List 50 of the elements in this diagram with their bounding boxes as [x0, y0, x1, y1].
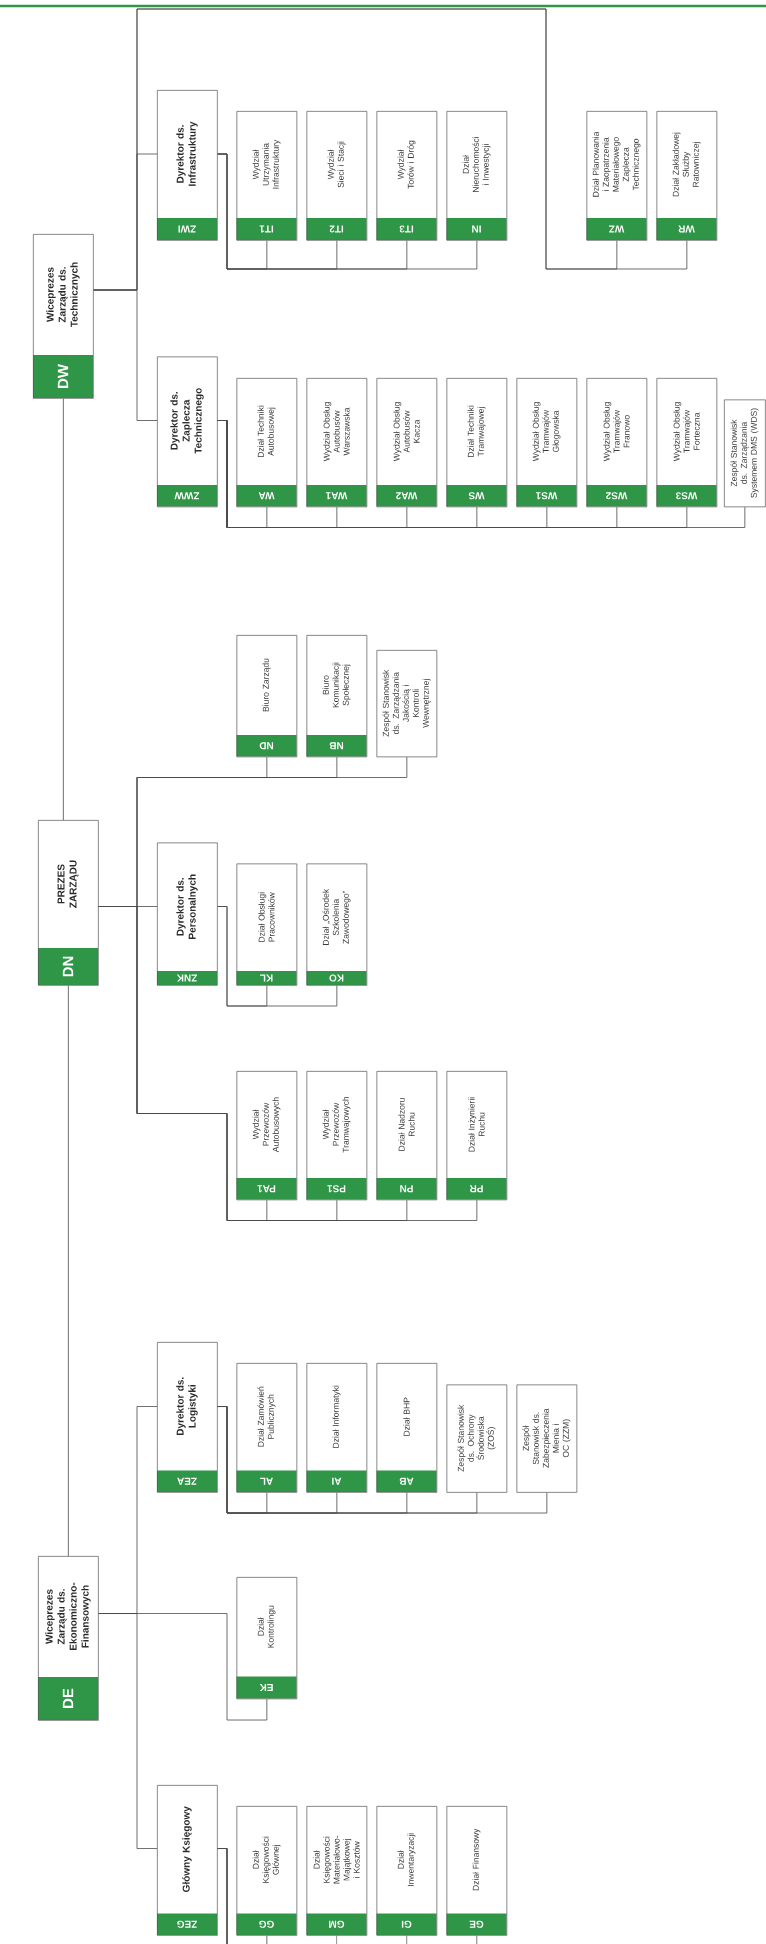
- unit-box: Zespół Stanowisk ds. Ochrony Środowiska (ZOŚ): [446, 1384, 508, 1493]
- unit-box: PREZES ZARZĄDU DN: [38, 820, 99, 986]
- unit-box: Zespół Stanowisk ds. Zarządzania Systemem DMS (WDS): [724, 399, 766, 508]
- unit-box: Dział BHP AB: [376, 1363, 438, 1493]
- unit-box: Dział Księgowości Materiałowo-Majątkowej i Kosztów GM: [306, 1806, 368, 1936]
- unit-box: Zespół Stanowisk ds. Zabezpieczenia Mienia i OC (ZZM): [516, 1384, 578, 1493]
- unit-box: Dział Kontrolingu EK: [236, 1577, 298, 1700]
- unit-box: Wydział Obsług Autobusów Warszawska WA1: [306, 378, 368, 508]
- unit-box: Wiceprezes Zarządu ds. Technicznych DW: [33, 234, 94, 399]
- unit-box: Wydział Torów i Dróg IT3: [376, 111, 438, 241]
- connector-line: [98, 1613, 158, 1849]
- unit-box: Dział Techniki Autobusowej WA: [236, 378, 298, 508]
- unit-box: Dział Księgowości Głównej GG: [236, 1806, 298, 1936]
- unit-box: Dział Finansowy GE: [446, 1806, 508, 1936]
- unit-box: Dyrektor ds. Infrastruktury ZWI: [157, 90, 218, 241]
- unit-box: Wydział Obsług Autobusów Kacza WA2: [376, 378, 438, 508]
- unit-box: Wydział Obsług Tramwajów Głogowska WS1: [516, 378, 578, 508]
- unit-box: Dział Techniki Tramwajowej WS: [446, 378, 508, 508]
- unit-box: Dział Nieruchomości i Inwestycji IN: [446, 111, 508, 241]
- unit-box: Dyrektor ds. Personalnych ZNK: [157, 842, 218, 986]
- connector-line: [93, 289, 158, 421]
- unit-box: Wydział Przewozów Autobusowych PA1: [236, 1071, 298, 1201]
- unit-box: Dział „Ośrodek Szkolenia Zawodowego” KO: [306, 863, 368, 986]
- connector-line: [217, 153, 478, 270]
- unit-box: Biuro Komunikacji Społecznej NB: [306, 635, 368, 758]
- unit-box: Dział Obsługi Pracowników KL: [236, 863, 298, 986]
- unit-box: Dział Zamówień Publicznych AL: [236, 1363, 298, 1493]
- unit-box: Dyrektor ds. Zaplecza Technicznego ZWW: [157, 356, 218, 508]
- unit-box: Wydział Utrzymania Infrastruktury IT1: [236, 111, 298, 241]
- unit-box: Dział Zakładowej Służby Ratowniczej WR: [656, 111, 718, 241]
- unit-box: Dział Inwentaryzacji GI: [376, 1806, 438, 1936]
- unit-box: Dział Planowania i Zaopatrzenia Materiałowego Zaplecza Technicznego WZ: [586, 111, 648, 241]
- unit-box: Wydział Sieci i Stacji IT2: [306, 111, 368, 241]
- connector-line: [217, 1406, 548, 1514]
- unit-box: Wydział Obsług Tramwajów Forteczna WS3: [656, 378, 718, 508]
- unit-box: Dyrektor ds. Logistyki ZEA: [157, 1342, 218, 1493]
- unit-box: Wydział Obsług Tramwajów Franowo WS2: [586, 378, 648, 508]
- unit-box: Zespół Stanowisk ds. Zarządzania Jakością i Kontroli Wewnętrznej: [376, 650, 438, 758]
- unit-box: Wydział Przewozów Tramwajowych PS1: [306, 1071, 368, 1201]
- connector-line: [217, 906, 338, 1007]
- connector-line: [98, 906, 478, 1221]
- unit-box: Wiceprezes Zarządu ds. Ekonomiczno-Finansowych DE: [38, 1556, 99, 1721]
- unit-box: Dział Inżynierii Ruchu PR: [446, 1071, 508, 1201]
- unit-box: Biuro Zarządu ND: [236, 635, 298, 758]
- unit-box: Dział Nadzoru Ruchu PN: [376, 1071, 438, 1201]
- connector-line: [217, 1848, 478, 1944]
- unit-box: Dział Informatyki AI: [306, 1363, 368, 1493]
- connector-line: [62, 398, 64, 821]
- connector-line: [67, 985, 69, 1557]
- unit-box: Główny Księgowy ZEG: [157, 1785, 218, 1936]
